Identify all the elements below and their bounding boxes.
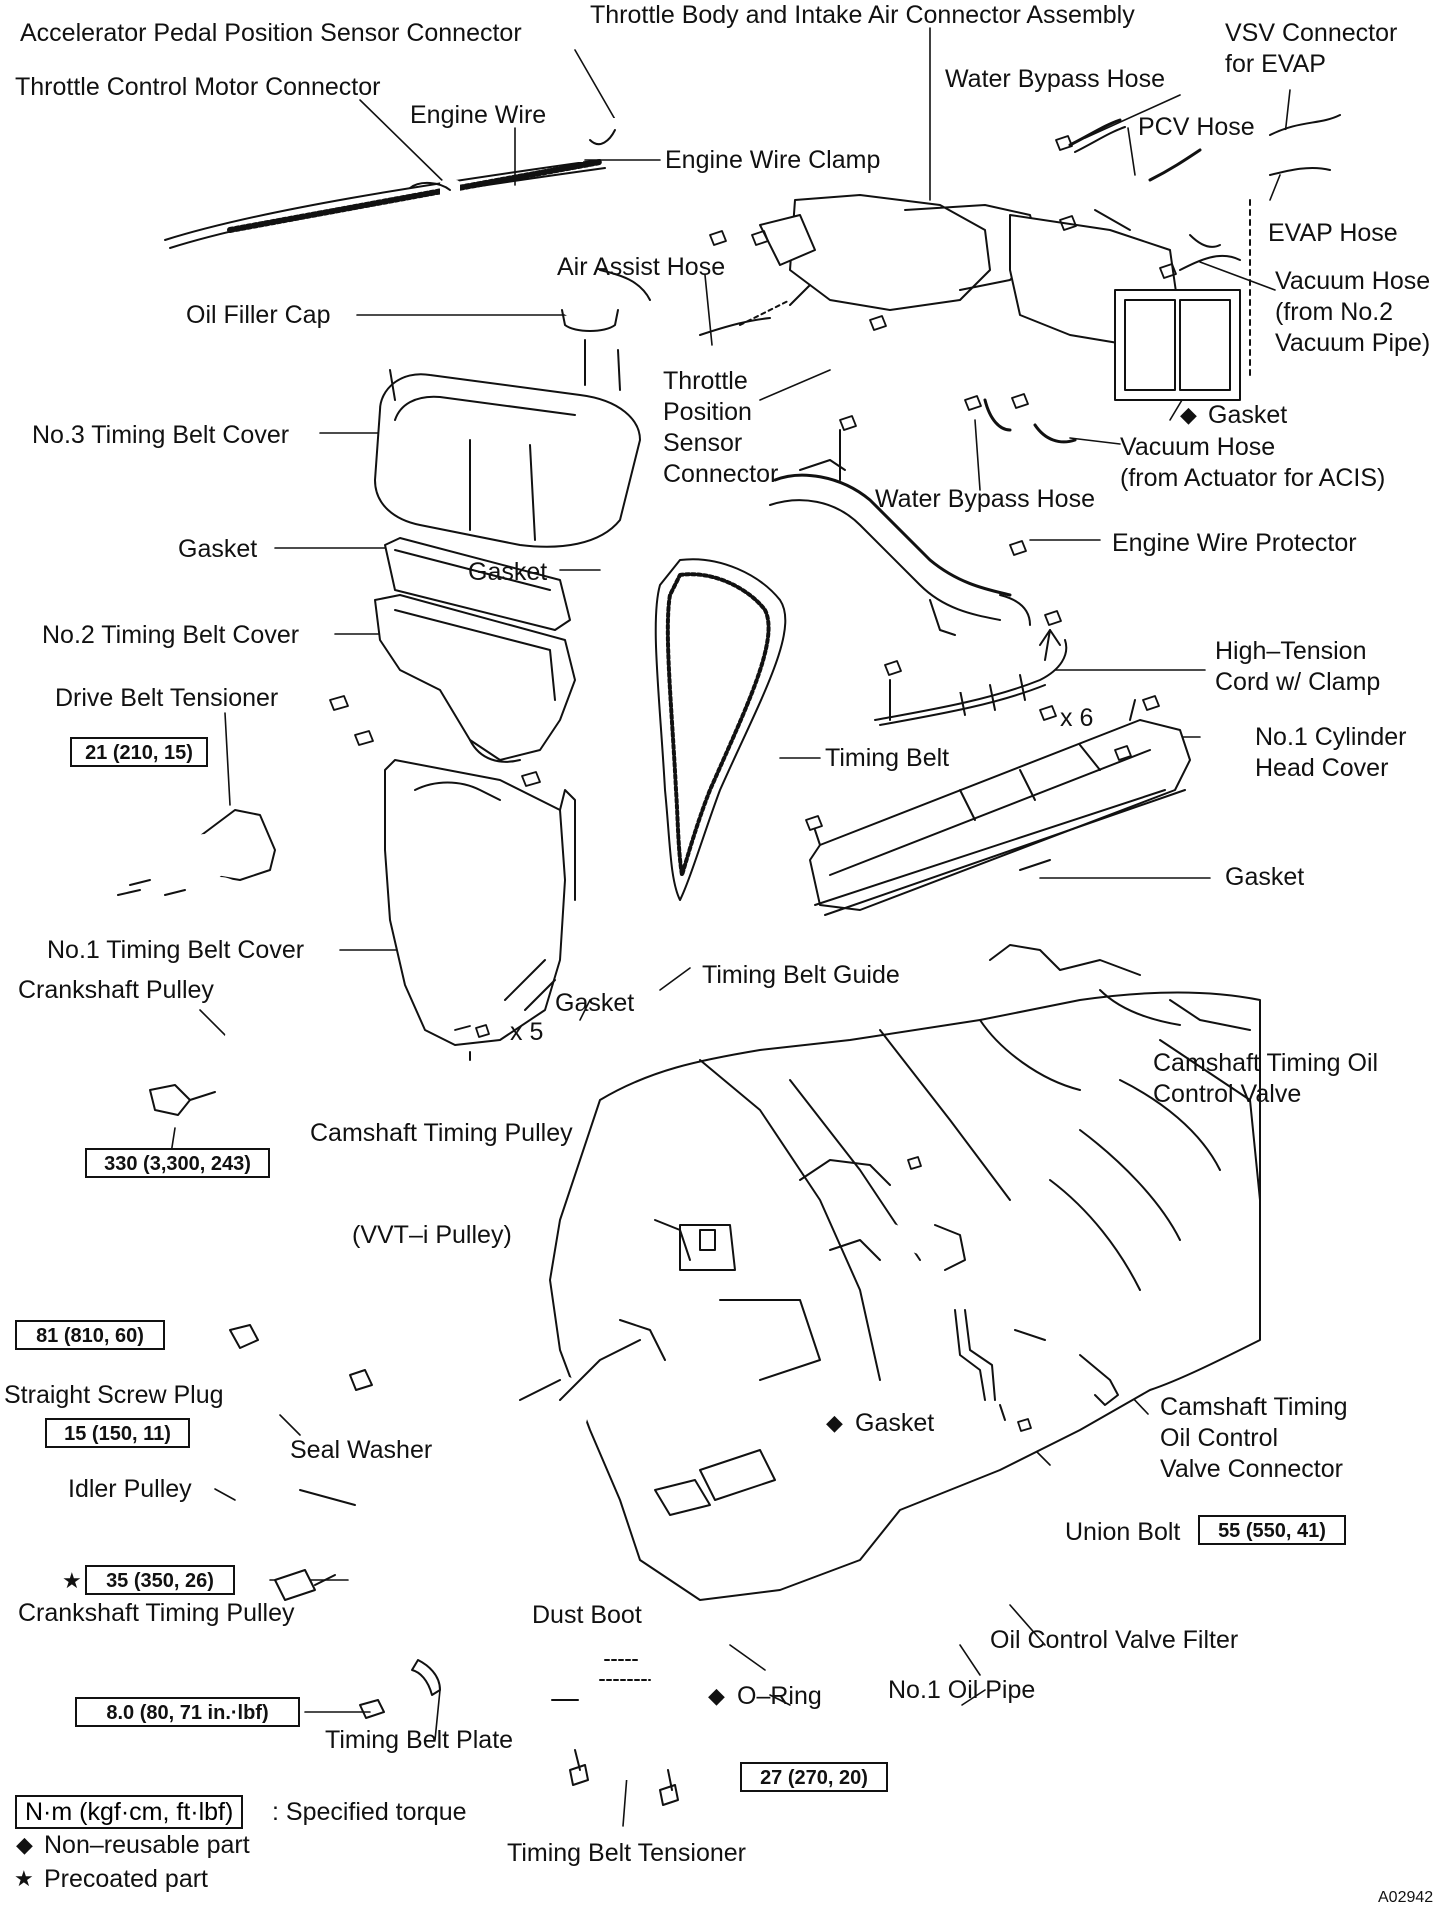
label-drive-belt-tensioner: Drive Belt Tensioner	[55, 684, 279, 712]
label-camshaft-timing-oil-control-valve: Camshaft Timing Oil Control Valve	[1153, 1049, 1379, 1108]
torque-drive-belt-tensioner: 21 (210, 15)	[70, 737, 208, 767]
star-icon: ★	[14, 1867, 34, 1892]
legend-torque-unit: N·m (kgf·cm, ft·lbf)	[15, 1795, 244, 1829]
oil-control-valve-drawing	[859, 1214, 1119, 1421]
timing-belt-drawing	[654, 558, 787, 901]
small-ring-gasket	[598, 558, 642, 582]
torque-timing-belt-plate: 8.0 (80, 71 in.·lbf)	[75, 1697, 300, 1727]
label-no1-cylinder-head-cover: No.1 Cylinder Head Cover	[1255, 723, 1407, 782]
label-vvti-pulley: (VVT–i Pulley)	[352, 1221, 512, 1249]
label-union-bolt: Union Bolt	[1065, 1518, 1181, 1546]
label-high-tension-cord: High–Tension Cord w/ Clamp	[1215, 637, 1381, 696]
torque-timing-belt-tensioner: 27 (270, 20)	[740, 1762, 888, 1792]
drive-belt-tensioner-drawing	[117, 809, 276, 933]
throttle-body-assembly	[599, 114, 1341, 444]
label-air-assist-hose: Air Assist Hose	[557, 253, 726, 281]
label-gasket-cover: Gasket	[178, 535, 258, 563]
label-camshaft-timing-pulley: Camshaft Timing Pulley	[310, 1119, 573, 1147]
torque-union-bolt: 55 (550, 41)	[1198, 1515, 1346, 1545]
figure-code: A02942	[1378, 1889, 1434, 1906]
cylinder-head-cover-drawing	[809, 699, 1191, 916]
crankshaft-timing-pulley-drawing	[359, 1567, 453, 1719]
label-crankshaft-timing-pulley: Crankshaft Timing Pulley	[18, 1599, 295, 1627]
engine-wire-protector-drawing	[769, 429, 1031, 636]
legend-non-reusable-part: Non–reusable part	[44, 1831, 250, 1859]
diamond-icon: ◆	[826, 1411, 843, 1436]
no3-timing-belt-cover	[374, 339, 641, 548]
crankshaft-pulley-drawing	[149, 977, 347, 1133]
label-vacuum-hose-acis: Vacuum Hose (from Actuator for ACIS)	[1120, 433, 1386, 492]
label-no1-oil-pipe: No.1 Oil Pipe	[888, 1676, 1036, 1704]
label-gasket-intake: Gasket	[1208, 401, 1288, 429]
screw-plug-and-washer	[248, 1388, 309, 1431]
no3-cover-gasket	[384, 537, 571, 631]
diamond-icon: ◆	[708, 1684, 725, 1709]
camshaft-timing-pulleys	[229, 1240, 463, 1422]
label-no1-timing-belt-cover: No.1 Timing Belt Cover	[47, 936, 305, 964]
label-no2-timing-belt-cover: No.2 Timing Belt Cover	[42, 621, 300, 649]
label-oil-filler-cap: Oil Filler Cap	[186, 301, 331, 329]
label-timing-belt: Timing Belt	[825, 744, 950, 772]
label-o-ring: O–Ring	[737, 1682, 822, 1710]
no2-timing-belt-cover	[374, 594, 576, 763]
label-crankshaft-pulley: Crankshaft Pulley	[18, 976, 214, 1004]
diamond-icon: ◆	[16, 1833, 33, 1858]
idler-pulley-drawing	[274, 1475, 362, 1601]
label-oil-control-valve-filter: Oil Control Valve Filter	[990, 1626, 1239, 1654]
label-idler-pulley: Idler Pulley	[68, 1475, 192, 1503]
label-water-bypass-hose-mid: Water Bypass Hose	[875, 485, 1095, 513]
label-dust-boot: Dust Boot	[532, 1601, 642, 1629]
label-gasket-ring: Gasket	[468, 558, 548, 586]
label-timing-belt-guide: Timing Belt Guide	[702, 961, 900, 989]
label-camshaft-timing-oil-control-valve-connector: Camshaft Timing Oil Control Valve Connec…	[1160, 1393, 1348, 1483]
timing-belt-guide-drawing	[598, 870, 648, 950]
label-vacuum-hose-no2-pipe: Vacuum Hose (from No.2 Vacuum Pipe)	[1275, 267, 1431, 357]
label-engine-wire-clamp: Engine Wire Clamp	[665, 146, 881, 174]
oil-filler-cap	[561, 300, 619, 332]
label-x5: x 5	[510, 1018, 544, 1046]
label-timing-belt-plate: Timing Belt Plate	[325, 1726, 514, 1754]
label-water-bypass-hose-top: Water Bypass Hose	[945, 65, 1165, 93]
engine-block-drawing	[519, 944, 1261, 1601]
diamond-icon: ◆	[1180, 403, 1197, 428]
label-timing-belt-tensioner: Timing Belt Tensioner	[507, 1839, 747, 1867]
label-straight-screw-plug: Straight Screw Plug	[4, 1381, 224, 1409]
label-gasket-no1-cover: Gasket	[555, 989, 635, 1017]
label-engine-wire: Engine Wire	[410, 101, 547, 129]
label-throttle-position-sensor-connector: Throttle Position Sensor Connector	[663, 367, 779, 488]
torque-idler-pulley: 35 (350, 26)	[85, 1565, 235, 1595]
label-pcv-hose: PCV Hose	[1138, 113, 1255, 141]
label-x6: x 6	[1060, 704, 1094, 732]
label-gasket-head-cover: Gasket	[1225, 863, 1305, 891]
high-tension-cord-drawing	[874, 629, 1068, 726]
timing-belt-tensioner-drawing	[551, 1659, 679, 1806]
label-accelerator-pedal-sensor-connector: Accelerator Pedal Position Sensor Connec…	[20, 19, 522, 47]
label-no3-timing-belt-cover: No.3 Timing Belt Cover	[32, 421, 290, 449]
label-engine-wire-protector: Engine Wire Protector	[1112, 529, 1357, 557]
star-icon: ★	[62, 1569, 82, 1594]
torque-camshaft-pulley: 81 (810, 60)	[15, 1320, 165, 1350]
no1-timing-belt-cover-drawing	[384, 759, 576, 1061]
label-evap-hose: EVAP Hose	[1268, 219, 1398, 247]
legend-precoated-part: Precoated part	[44, 1865, 208, 1893]
label-throttle-control-motor-connector: Throttle Control Motor Connector	[15, 73, 381, 101]
label-gasket-block: Gasket	[855, 1409, 935, 1437]
legend-specified-torque: : Specified torque	[272, 1798, 467, 1826]
label-vsv-connector: VSV Connector for EVAP	[1225, 19, 1398, 78]
torque-straight-screw-plug: 15 (150, 11)	[45, 1418, 190, 1448]
engine-wire-harness	[164, 118, 627, 249]
label-seal-washer: Seal Washer	[290, 1436, 433, 1464]
label-throttle-body-assembly: Throttle Body and Intake Air Connector A…	[590, 1, 1135, 29]
bolt-marks	[329, 135, 1177, 1432]
torque-crankshaft-pulley: 330 (3,300, 243)	[85, 1148, 270, 1178]
